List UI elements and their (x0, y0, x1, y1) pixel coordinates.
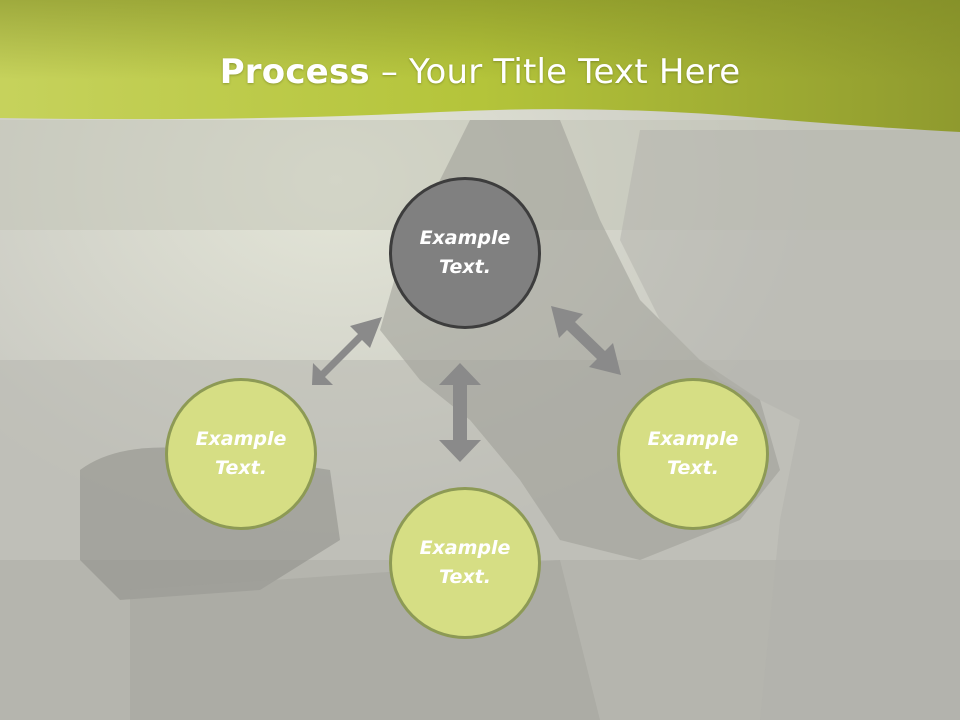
slide-title: Process – Your Title Text Here (0, 52, 960, 92)
arrow-center-bottom (439, 363, 481, 462)
title-rest: – Your Title Text Here (369, 52, 741, 92)
node-center-text: Example Text. (419, 227, 511, 278)
arrow-center-right (551, 306, 621, 375)
node-center: Example Text. (389, 177, 541, 329)
node-left-text: Example Text. (195, 428, 287, 479)
arrow-center-left (312, 317, 382, 385)
node-left: Example Text. (165, 378, 317, 530)
node-right-text: Example Text. (647, 428, 739, 479)
node-right: Example Text. (617, 378, 769, 530)
node-bottom: Example Text. (389, 487, 541, 639)
title-bold: Process (219, 52, 370, 92)
node-bottom-text: Example Text. (419, 537, 511, 588)
